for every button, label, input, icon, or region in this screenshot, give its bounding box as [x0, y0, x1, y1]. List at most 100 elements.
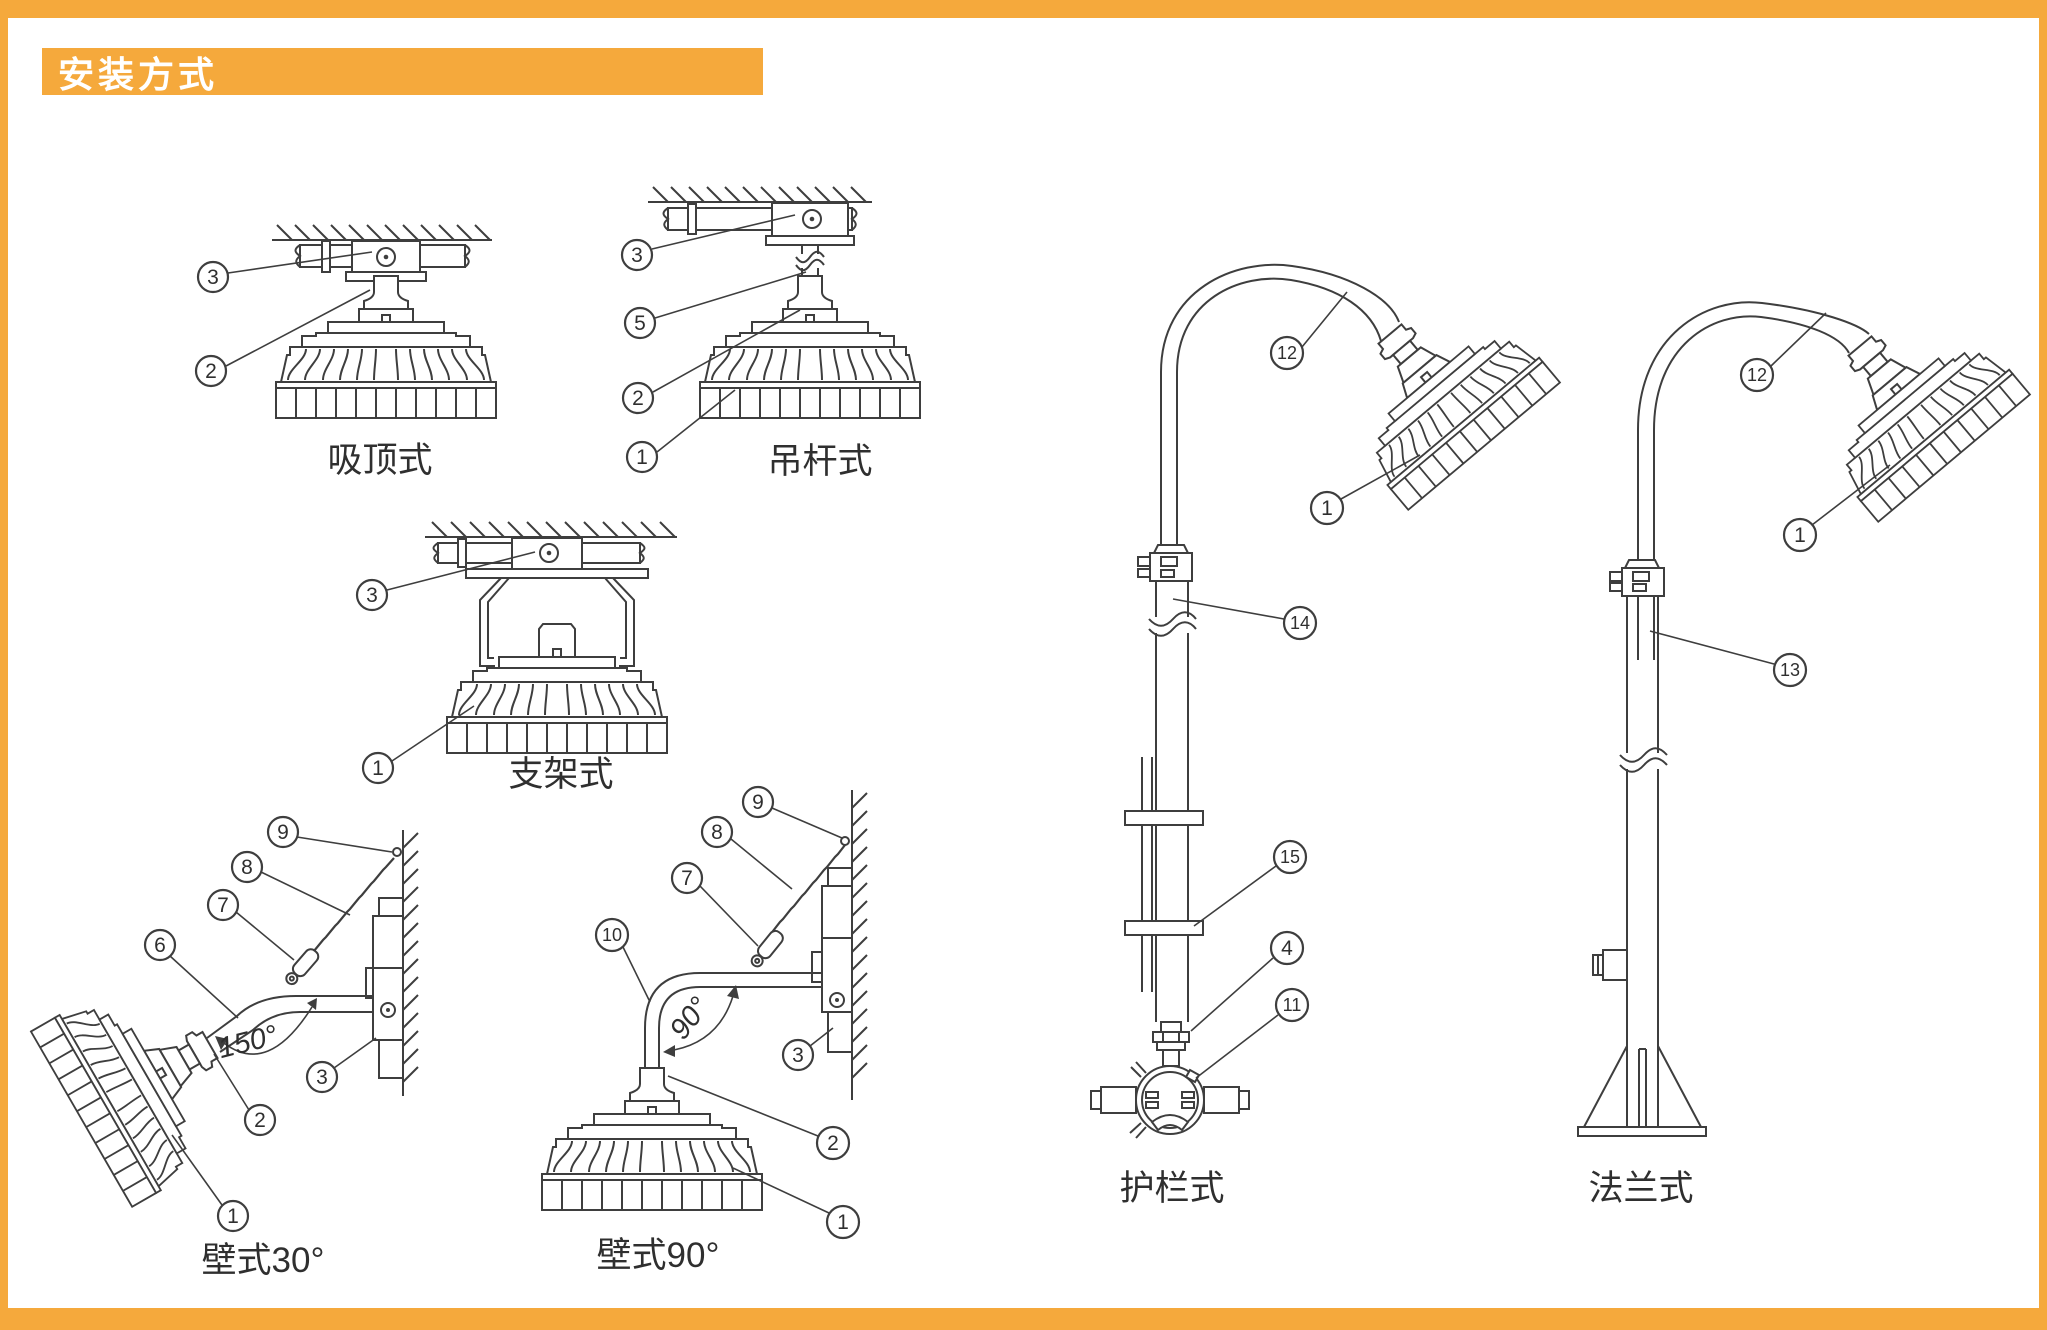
svg-text:2: 2: [205, 360, 217, 383]
svg-text:1: 1: [837, 1211, 849, 1234]
angle-value-150: 150°: [215, 1019, 281, 1065]
svg-text:3: 3: [366, 584, 378, 607]
diagram-rod-mount: 3 5 2 1 吊杆式: [620, 186, 921, 481]
page-title: 安装方式: [58, 53, 219, 95]
mounting-pole: [1155, 581, 1189, 1022]
callout-3: 3: [355, 551, 536, 612]
callout-5: 5: [623, 271, 807, 340]
callout-14: 14: [1172, 598, 1318, 641]
lamp-fixture: [541, 1067, 763, 1211]
box-screw: [1184, 1068, 1201, 1084]
svg-text:3: 3: [631, 244, 643, 267]
lamp-head-30: [30, 986, 225, 1208]
pendant-rod: [801, 245, 819, 276]
callout-3: 3: [305, 1037, 377, 1094]
wall-anchor-eye: [840, 836, 850, 846]
callout-10: 10: [594, 917, 651, 1003]
callout-7: 7: [670, 861, 759, 947]
mounting-pole: [1626, 596, 1659, 1127]
lamp-fixture: [275, 275, 497, 419]
flange-base: [1577, 1045, 1707, 1137]
callout-12: 12: [1269, 291, 1348, 371]
lamp-fixture: [446, 623, 668, 754]
wall-backplate: [365, 897, 404, 1079]
svg-text:10: 10: [602, 925, 622, 945]
svg-text:1: 1: [1321, 497, 1333, 520]
callout-1: 1: [625, 389, 736, 474]
wall-anchor-eye: [392, 847, 402, 857]
gooseneck-tube: [1160, 263, 1400, 560]
svg-text:11: 11: [1283, 995, 1302, 1015]
callout-1: 1: [361, 705, 475, 785]
wall-arm-90: [644, 972, 823, 1068]
diagram-wall-mount-30: 150° 9 8 7 6 3 2: [30, 815, 419, 1280]
diagram-flange-mount: 12 1 13 法兰式: [1577, 301, 2031, 1208]
svg-text:7: 7: [217, 894, 229, 917]
svg-text:1: 1: [227, 1205, 239, 1228]
pole-bottom-fittings: [1152, 1021, 1190, 1067]
callout-8: 8: [230, 850, 351, 916]
svg-text:5: 5: [634, 312, 646, 335]
turnbuckle: [750, 929, 784, 968]
label-guardrail-mount: 护栏式: [1119, 1169, 1224, 1208]
callout-6: 6: [143, 928, 239, 1019]
svg-text:9: 9: [752, 791, 764, 814]
turnbuckle: [285, 948, 320, 986]
callout-8: 8: [700, 815, 793, 890]
angle-arc-150: [223, 1006, 313, 1055]
svg-text:9: 9: [277, 821, 289, 844]
svg-text:1: 1: [372, 757, 384, 780]
callout-4: 4: [1190, 930, 1305, 1032]
label-wall-mount-90: 壁式90°: [597, 1236, 720, 1275]
wall-arm-30: [206, 995, 374, 1053]
callout-9: 9: [741, 785, 843, 839]
guardrail-clamp-upper: [1124, 810, 1204, 826]
pole-coupling: [1609, 559, 1665, 597]
callout-3: 3: [781, 1027, 834, 1072]
diagram-guardrail-mount: 12 1 14 15 4 11 护栏式: [1090, 263, 1561, 1208]
junction-box: [1090, 1061, 1250, 1139]
callout-13: 13: [1649, 630, 1808, 688]
callout-9: 9: [266, 815, 393, 853]
svg-text:4: 4: [1281, 937, 1293, 960]
svg-text:7: 7: [681, 867, 693, 890]
label-rod-mount: 吊杆式: [767, 442, 872, 481]
title-banner: 安装方式: [42, 48, 763, 95]
svg-text:2: 2: [254, 1109, 266, 1132]
svg-text:12: 12: [1277, 343, 1297, 363]
svg-text:1: 1: [1794, 524, 1806, 547]
label-ceiling-mount: 吸顶式: [327, 441, 432, 480]
callout-2: 2: [194, 289, 371, 388]
svg-text:12: 12: [1747, 365, 1767, 385]
guardrail-post: [1141, 757, 1153, 992]
diagram-wall-mount-90: 90° 9 8 7 10 3 2: [541, 785, 868, 1275]
svg-text:1: 1: [636, 446, 648, 469]
svg-text:14: 14: [1290, 613, 1310, 633]
callout-3: 3: [196, 251, 373, 294]
svg-text:2: 2: [632, 387, 644, 410]
callout-2: 2: [213, 1053, 277, 1137]
pole-coupling: [1137, 544, 1193, 582]
angle-arc-90: [673, 995, 734, 1051]
svg-text:3: 3: [792, 1044, 804, 1067]
diagram-bracket-mount: 3 1 支架式: [355, 521, 677, 794]
svg-text:8: 8: [241, 856, 253, 879]
callout-2: 2: [621, 309, 801, 415]
callout-12: 12: [1739, 312, 1827, 393]
guardrail-clamp-lower: [1124, 920, 1204, 936]
callout-1: 1: [171, 1134, 250, 1233]
callout-3: 3: [620, 214, 796, 272]
callout-15: 15: [1193, 839, 1308, 927]
svg-text:15: 15: [1280, 847, 1300, 867]
side-connector: [1592, 949, 1628, 981]
wall-backplate: [811, 867, 853, 1053]
page-background: [8, 18, 2039, 1308]
svg-text:3: 3: [316, 1066, 328, 1089]
callout-1: 1: [1309, 454, 1421, 526]
label-bracket-mount: 支架式: [508, 755, 613, 794]
gooseneck-tube: [1637, 301, 1870, 660]
support-cable: [768, 844, 846, 941]
callout-2: 2: [667, 1075, 851, 1161]
svg-text:13: 13: [1780, 660, 1800, 680]
